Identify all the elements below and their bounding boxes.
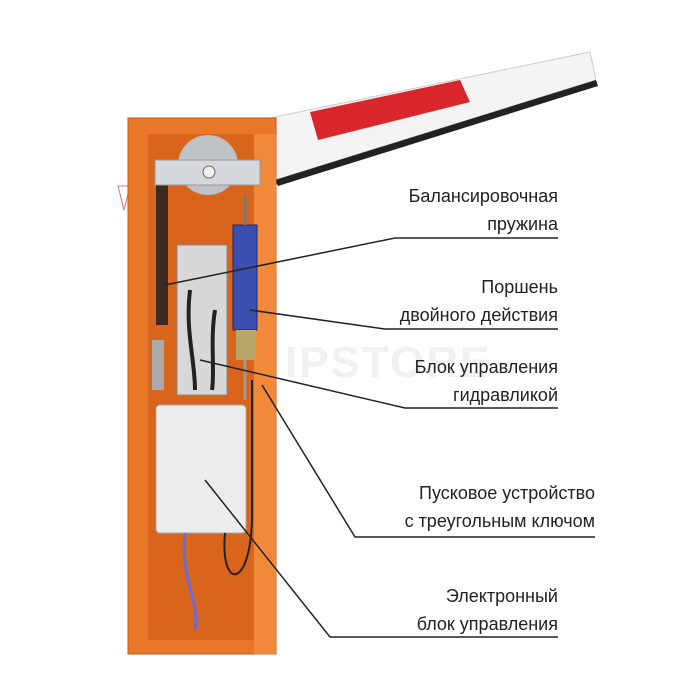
callout-line: двойного действия xyxy=(399,305,558,325)
watermark: IPSTORE xyxy=(285,338,492,387)
callout-line: Электронный xyxy=(445,586,558,606)
callout-release-device: Пусковое устройство с треугольным ключом xyxy=(405,479,595,535)
leader-lines xyxy=(164,237,595,638)
hydraulic-unit xyxy=(176,244,228,396)
callout-line: блок управления xyxy=(416,614,558,634)
lever-bracket xyxy=(154,135,261,195)
callout-line: Поршень xyxy=(481,277,558,297)
callout-line: Блок управления xyxy=(414,357,558,377)
callout-hydraulic-control: Блок управления гидравликой xyxy=(415,353,558,409)
callout-electronic-unit: Электронный блок управления xyxy=(417,582,558,638)
callout-line: с треугольным ключом xyxy=(404,511,595,531)
electronic-control-box xyxy=(155,380,253,631)
callout-line: Балансировочная xyxy=(408,186,558,206)
callout-balancing-spring: Балансировочная пружина xyxy=(409,182,558,238)
bracket-mark xyxy=(117,185,131,211)
callout-line: гидравликой xyxy=(453,385,558,405)
balancing-spring xyxy=(152,185,168,390)
callout-piston: Поршень двойного действия xyxy=(400,273,558,329)
piston xyxy=(232,195,258,400)
callout-line: пружина xyxy=(487,214,558,234)
barrier-boom xyxy=(269,51,598,186)
callout-line: Пусковое устройство xyxy=(419,483,595,503)
